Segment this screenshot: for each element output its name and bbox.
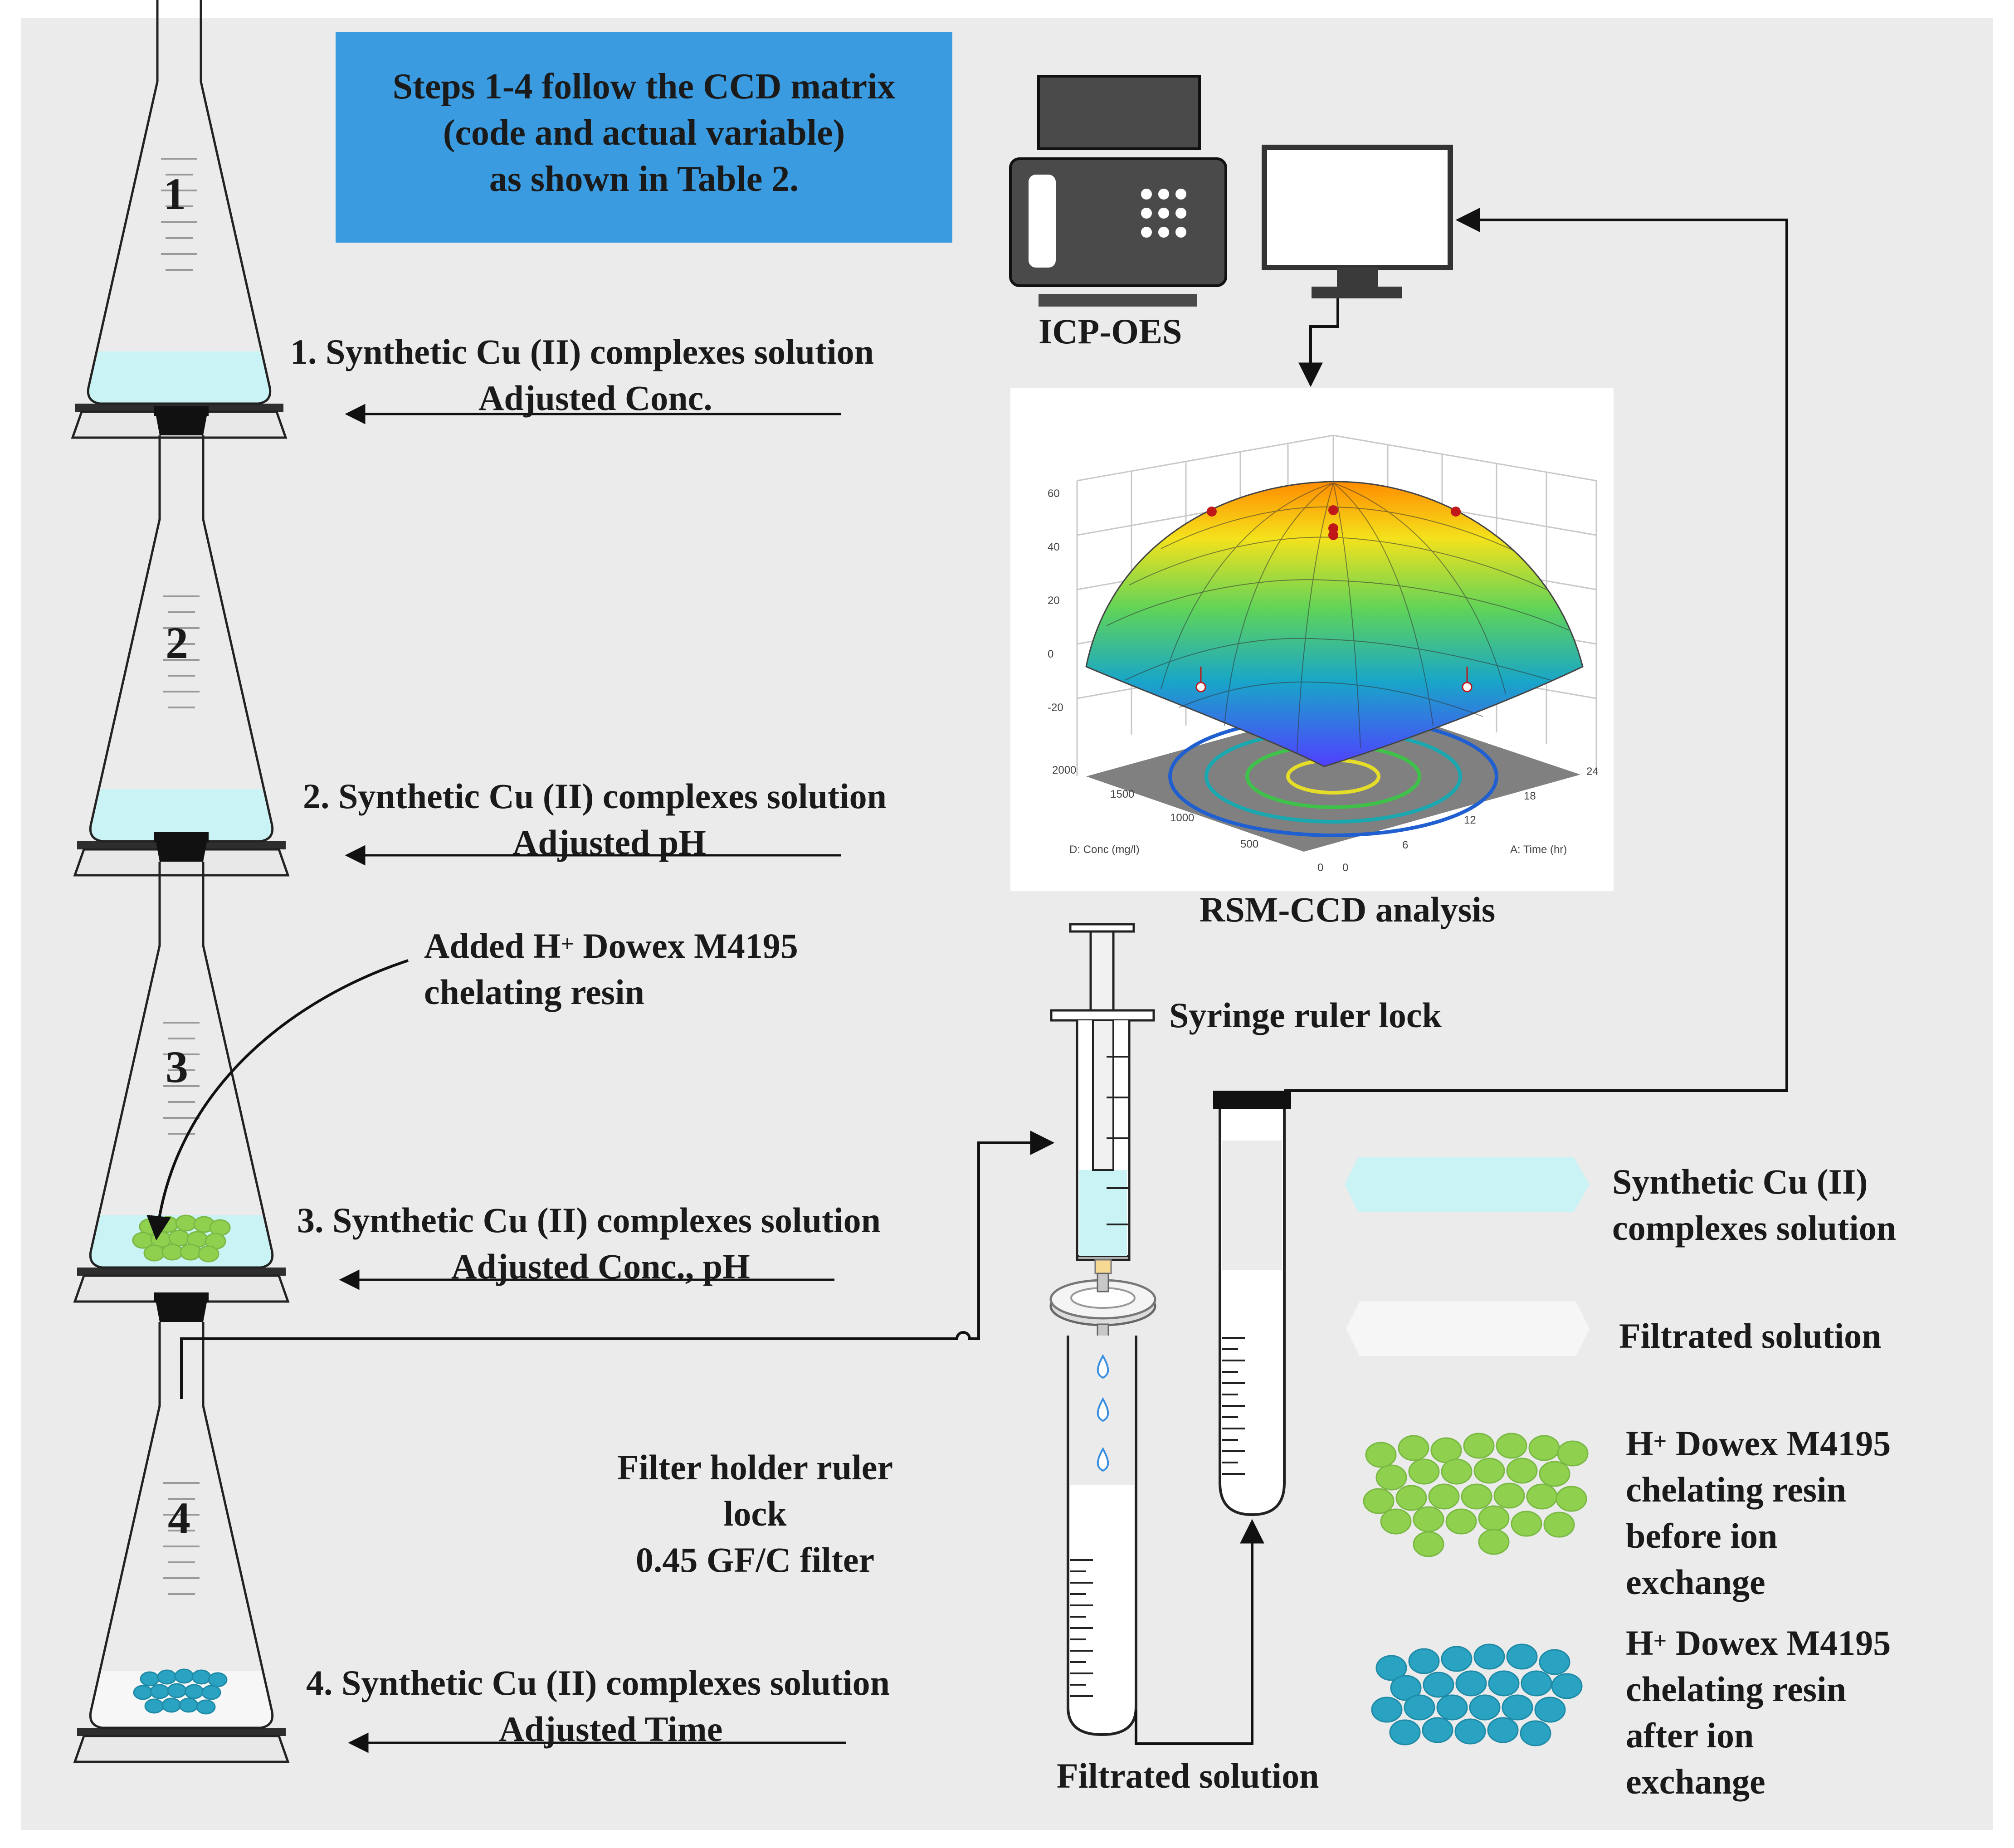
flask-4-group	[75, 1292, 288, 1762]
filter-label-line1: Filter holder ruler	[617, 1448, 893, 1487]
x-tick: 1000	[1170, 812, 1195, 824]
step-3-title: 3. Synthetic Cu (II) complexes solution	[297, 1200, 881, 1240]
flask-4-filtrate	[90, 1671, 273, 1728]
flask-4-number: 4	[168, 1493, 190, 1543]
syringe-label: Syringe ruler lock	[1169, 995, 1442, 1035]
legend-resin-before-line4: exchange	[1626, 1562, 1765, 1602]
legend-solution-line2: complexes solution	[1612, 1208, 1897, 1248]
x-tick: 0	[1317, 862, 1324, 874]
legend-resin-blue	[1371, 1643, 1583, 1746]
flask-2-solution	[90, 789, 273, 841]
filtrate-droplets	[1097, 1354, 1109, 1472]
ccd-note-text: Steps 1-4 follow the CCD matrix (code an…	[392, 67, 896, 199]
y-tick: 0	[1342, 862, 1349, 874]
legend-resin-after-line2: chelating resin	[1626, 1669, 1847, 1709]
x-tick: 2000	[1052, 764, 1077, 776]
flask-2-group	[75, 406, 288, 875]
flask-1-number: 1	[163, 169, 186, 219]
resin-added-label-line2: chelating resin	[424, 972, 645, 1012]
flask-3-resin-beads	[132, 1214, 231, 1263]
flask-1-solution	[88, 351, 270, 404]
x-axis-label: D: Conc (mg/l)	[1069, 844, 1140, 856]
rsm-surface-plot	[1010, 388, 1614, 891]
background-panel	[21, 18, 1993, 1830]
flask-2-number: 2	[166, 618, 188, 668]
collection-tube	[1067, 1336, 1137, 1736]
step-2-title: 2. Synthetic Cu (II) complexes solution	[303, 776, 887, 816]
z-tick: 0	[1048, 648, 1054, 660]
z-tick: 40	[1048, 541, 1060, 553]
monitor-to-analysis-arrow	[1298, 298, 1339, 387]
legend-resin-before-line1: H+ Dowex M4195	[1626, 1424, 1891, 1463]
sample-to-monitor-arrow	[1284, 208, 1788, 1092]
z-axis-ticks: 60 40 20 0 -20	[1048, 467, 1063, 735]
y-tick: 24	[1586, 766, 1599, 778]
rsm-ccd-label: RSM-CCD analysis	[1200, 890, 1496, 929]
filter-label-line3: 0.45 GF/C filter	[635, 1540, 875, 1580]
syringe	[1050, 923, 1155, 1274]
collection-to-sample-arrow	[1135, 1519, 1264, 1745]
step-arrows	[339, 404, 846, 1753]
z-tick: 20	[1048, 595, 1060, 607]
z-tick: -20	[1048, 702, 1063, 714]
step-3-detail: Adjusted Conc., pH	[451, 1247, 750, 1286]
legend-resin-before-line2: chelating resin	[1626, 1470, 1847, 1509]
step-1-title: 1. Synthetic Cu (II) complexes solution	[290, 332, 874, 371]
flask-1-group	[73, 0, 286, 438]
y-tick: 18	[1524, 790, 1536, 802]
legend-resin-green	[1363, 1433, 1589, 1557]
y-axis-label: A: Time (hr)	[1510, 844, 1567, 856]
filtrated-solution-label: Filtrated solution	[1057, 1756, 1319, 1795]
step-4-title: 4. Synthetic Cu (II) complexes solution	[306, 1663, 890, 1702]
legend-resin-after-line1: H+ Dowex M4195	[1626, 1623, 1891, 1663]
z-tick: 60	[1048, 488, 1060, 500]
flask-3-number: 3	[166, 1042, 188, 1092]
y-tick: 12	[1464, 814, 1476, 826]
x-tick: 1500	[1110, 788, 1135, 800]
step-1-detail: Adjusted Conc.	[478, 378, 712, 418]
legend-resin-before-line3: before ion	[1626, 1516, 1778, 1555]
resin-addition-arrow	[146, 959, 409, 1241]
x-tick: 500	[1240, 838, 1259, 850]
legend-filtrate-label: Filtrated solution	[1619, 1316, 1882, 1356]
flask4-to-syringe-arrow	[180, 1131, 1055, 1399]
resin-added-label: Added H+ Dowex M4195	[424, 926, 798, 965]
legend-resin-after-line4: exchange	[1626, 1762, 1765, 1801]
legend-resin-after-line3: after ion	[1626, 1716, 1754, 1755]
sample-tube	[1213, 1091, 1291, 1516]
icp-oes-instrument	[1009, 75, 1227, 307]
filter-holder	[1049, 1273, 1156, 1343]
computer-monitor	[1262, 145, 1453, 298]
icp-oes-label: ICP-OES	[1039, 312, 1182, 351]
y-tick: 6	[1402, 839, 1409, 851]
flask-4-resin-beads	[133, 1668, 228, 1715]
legend-filtrate-swatch	[1346, 1302, 1590, 1356]
step-2-detail: Adjusted pH	[512, 823, 706, 862]
ccd-note-box: Steps 1-4 follow the CCD matrix (code an…	[336, 32, 952, 243]
filter-label-line2: lock	[723, 1494, 787, 1533]
legend-solution-line1: Synthetic Cu (II)	[1612, 1162, 1868, 1201]
legend-solution-swatch	[1345, 1157, 1590, 1212]
step-4-detail: Adjusted Time	[499, 1709, 723, 1749]
